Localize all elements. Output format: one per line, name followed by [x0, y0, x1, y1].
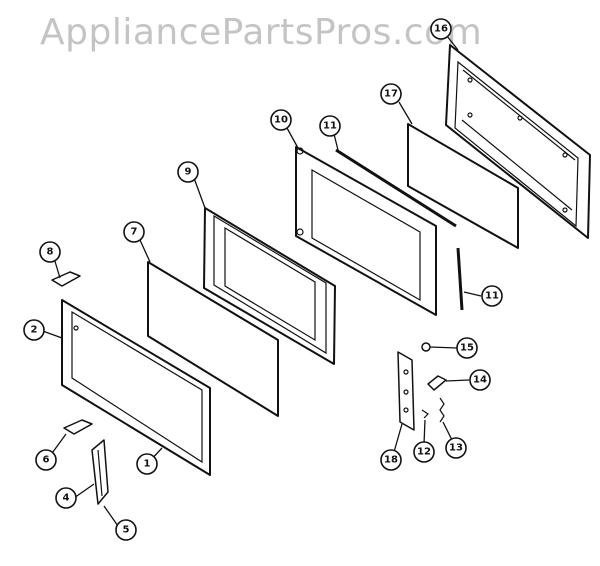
svg-text:7: 7: [131, 227, 138, 238]
callout-18: 18: [380, 449, 402, 471]
callout-15: 15: [456, 337, 478, 359]
part-6-clip: [63, 419, 93, 435]
part-13-spring: [439, 397, 445, 423]
svg-text:13: 13: [449, 443, 463, 454]
part-7-glass-sheet: [147, 261, 279, 417]
part-9-door-frame: [203, 207, 336, 365]
part-2-outer-door-panel: [61, 299, 211, 476]
svg-text:16: 16: [434, 24, 448, 35]
watermark-text: AppliancePartsPros.com: [40, 12, 483, 53]
part-15-nut: [421, 342, 431, 352]
part-4-hinge-bracket: [91, 439, 109, 505]
callout-10: 10: [270, 109, 292, 131]
part-14-latch: [427, 375, 447, 391]
svg-text:14: 14: [473, 375, 487, 386]
callout-16: 16: [430, 18, 452, 40]
svg-text:1: 1: [144, 459, 151, 470]
callout-13: 13: [445, 437, 467, 459]
callout-1: 1: [136, 453, 158, 475]
svg-text:4: 4: [63, 493, 70, 504]
part-12-pin: [421, 409, 429, 419]
svg-text:15: 15: [460, 343, 474, 354]
svg-text:9: 9: [185, 167, 192, 178]
part-8-clip: [51, 271, 81, 287]
svg-text:18: 18: [384, 455, 398, 466]
callout-2: 2: [23, 319, 45, 341]
callout-14: 14: [469, 369, 491, 391]
svg-text:11: 11: [323, 121, 337, 132]
callout-5: 5: [115, 519, 137, 541]
callout-6: 6: [35, 449, 57, 471]
svg-text:17: 17: [384, 89, 398, 100]
svg-text:8: 8: [47, 247, 54, 258]
svg-text:12: 12: [417, 447, 431, 458]
callout-12: 12: [413, 441, 435, 463]
part-18-hinge-plate: [397, 351, 415, 431]
callout-17: 17: [380, 83, 402, 105]
part-11-gasket-strips: [335, 148, 464, 311]
svg-text:6: 6: [43, 455, 50, 466]
part-10-inner-door: [295, 146, 437, 316]
callout-11-top: 11: [319, 115, 341, 137]
svg-text:10: 10: [274, 115, 288, 126]
callout-9: 9: [177, 161, 199, 183]
part-16-outer-frame: [445, 44, 591, 239]
callout-8: 8: [39, 241, 61, 263]
svg-text:11: 11: [485, 291, 499, 302]
svg-text:2: 2: [31, 325, 38, 336]
callout-4: 4: [55, 487, 77, 509]
callout-11-right: 11: [481, 285, 503, 307]
leader-lines: [39, 35, 482, 527]
callout-7: 7: [123, 221, 145, 243]
part-17-glass-panel: [407, 123, 519, 249]
svg-text:5: 5: [123, 525, 130, 536]
